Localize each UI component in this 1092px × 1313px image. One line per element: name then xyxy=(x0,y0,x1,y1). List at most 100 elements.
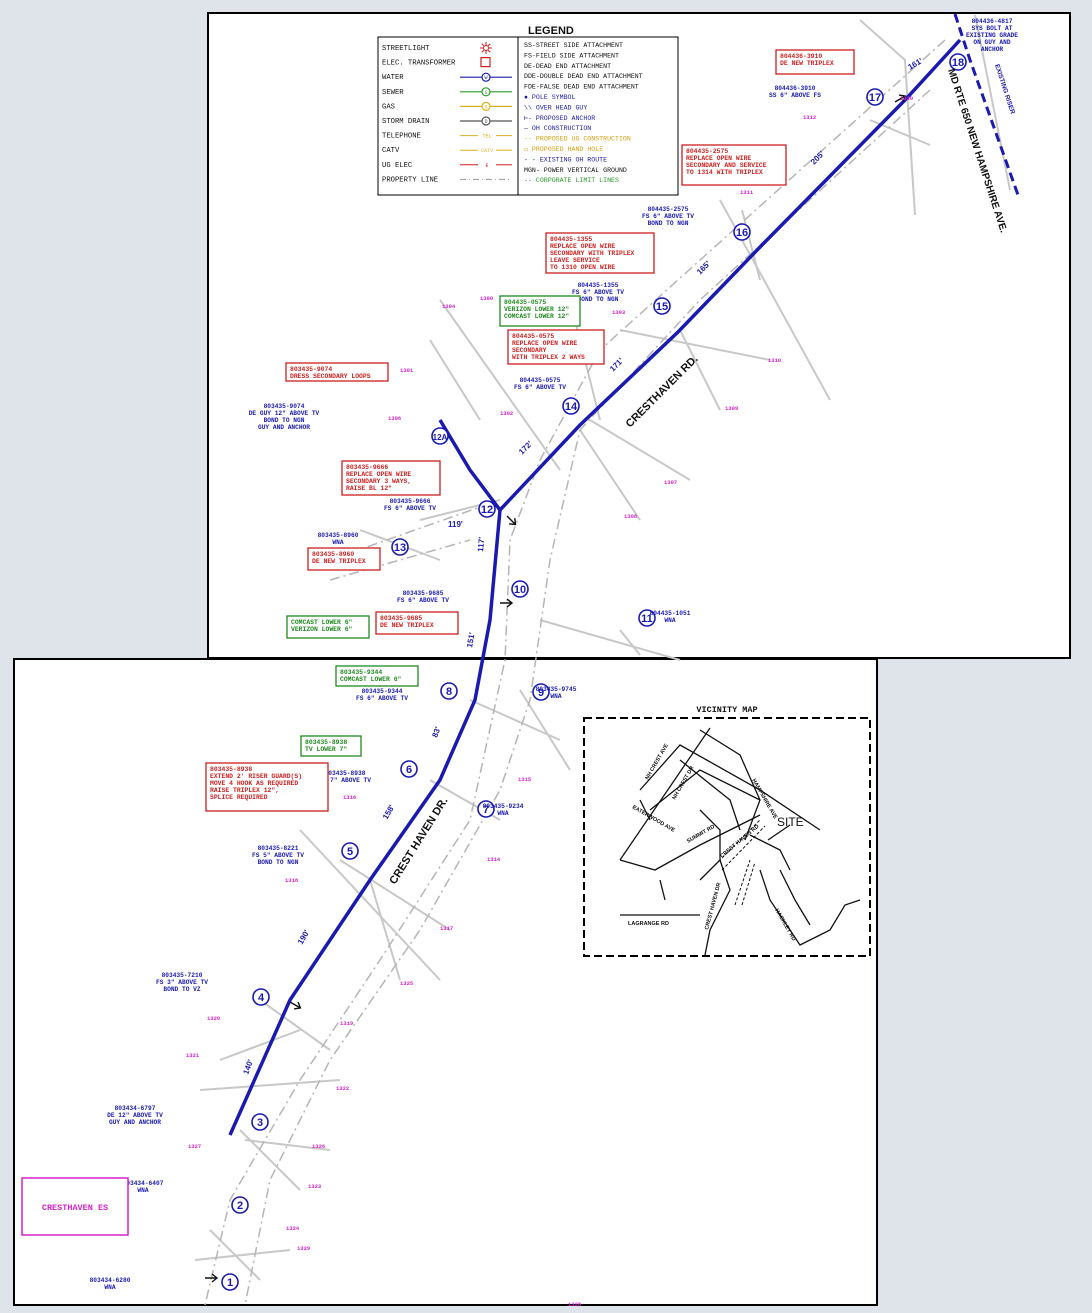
legend-note: -- CORPORATE LIMIT LINES xyxy=(524,177,619,184)
note-line: SECONDARY xyxy=(512,347,547,354)
note-line: REPLACE OPEN WIRE xyxy=(346,471,411,478)
address-label: 1312 xyxy=(803,114,816,121)
route-arrow-icon xyxy=(506,515,517,526)
streetlight-icon xyxy=(483,45,489,51)
pole-circle xyxy=(477,800,495,818)
svg-text:CATV: CATV xyxy=(481,148,493,154)
note-line: 803435-8938 xyxy=(305,739,347,746)
legend-note-text: - - EXISTING OH ROUTE xyxy=(524,156,607,163)
pole-circle xyxy=(252,988,270,1006)
address-label: 1309 xyxy=(725,405,738,412)
address-label: 1300 xyxy=(480,295,493,302)
note-line: 804435-1355 xyxy=(550,236,592,243)
address-label: 1303 xyxy=(612,309,626,316)
address-label: 1302 xyxy=(500,410,513,417)
address-label: 1315 xyxy=(518,776,532,783)
route-arrows xyxy=(205,94,907,1283)
pole-number: 12 xyxy=(481,504,493,516)
pole-label-line: BOND TO VZ xyxy=(163,986,200,993)
note-line: 803435-9666 xyxy=(346,464,388,471)
address-label: 1301 xyxy=(400,367,414,374)
pole-label-line: FS 6" ABOVE TV xyxy=(514,384,566,391)
pole-label-line: 803435-7210 xyxy=(162,972,203,979)
pole-label-line: FS 3" ABOVE TV xyxy=(156,979,208,986)
pole-label-line: DE GUY 12" ABOVE TV xyxy=(249,410,320,417)
address-label: 1311 xyxy=(740,189,754,196)
note-line: COMCAST LOWER 12" xyxy=(504,313,569,320)
legend-note: ⊢- PROPOSED ANCHOR xyxy=(524,115,595,122)
address-label: 1316 xyxy=(343,794,356,801)
legend-label: UG ELEC xyxy=(382,162,413,170)
svg-text:E: E xyxy=(485,163,488,169)
pole-circle xyxy=(532,683,550,701)
pole-label-line: 804435-2575 xyxy=(648,206,689,213)
pole-circle xyxy=(221,1273,239,1291)
pole-label-line: EXISTING GRADE xyxy=(966,32,1018,39)
note-line: RAISE BL 12" xyxy=(346,485,392,492)
pole-label-line: 804436-4817 xyxy=(972,18,1013,25)
legend-note-text: ▭ PROPOSED HAND HOLE xyxy=(524,146,603,153)
legend-note-text: ● POLE SYMBOL xyxy=(524,94,575,101)
pole-circle xyxy=(733,223,751,241)
pole-label-line: BOND TO NGN xyxy=(578,296,619,303)
pole-label-line: FS 6" ABOVE TV xyxy=(397,597,449,604)
pole-label-line: WNA xyxy=(332,539,343,546)
pole-label-line: BOND TO NGN xyxy=(264,417,305,424)
span-s5: 151' xyxy=(465,632,477,649)
pole-label-line: SYS BOLT AT xyxy=(972,25,1013,32)
legend-note: ▭ PROPOSED HAND HOLE xyxy=(524,146,603,153)
legend-note: \\ OVER HEAD GUY xyxy=(524,104,587,111)
legend-item-streetlight: STREETLIGHT xyxy=(382,42,492,54)
span-s7: 119' xyxy=(448,520,463,529)
pole-number: 14 xyxy=(565,401,578,413)
pole-label-line: 803434-6407 xyxy=(123,1180,164,1187)
legend-note-text: ⊢- PROPOSED ANCHOR xyxy=(524,115,595,122)
pole-label-line: WNA xyxy=(497,810,508,817)
pole-label-line: FS 6" ABOVE TV xyxy=(356,695,408,702)
legend-note: FS-FIELD SIDE ATTACHMENT xyxy=(524,52,619,59)
address-label: 1310 xyxy=(768,357,781,364)
address-label: 1308 xyxy=(624,513,638,520)
pole-number: 16 xyxy=(736,227,748,239)
address-label: 1323 xyxy=(308,1183,322,1190)
span-s4: 83' xyxy=(430,725,442,738)
svg-text:G: G xyxy=(484,104,487,110)
svg-text:TEL: TEL xyxy=(482,134,491,140)
note-line: VERIZON LOWER 12" xyxy=(504,306,569,313)
note-line: 803435-8938 xyxy=(210,766,252,773)
pole-circle xyxy=(511,580,529,598)
pole-label-line: 803435-8221 xyxy=(258,845,299,852)
pole-number: 8 xyxy=(446,686,452,698)
pole-label-line: SS 6" ABOVE FS xyxy=(769,92,821,99)
legend-note: ● POLE SYMBOL xyxy=(524,94,575,101)
pole-label-line: DE 12" ABOVE TV xyxy=(107,1112,163,1119)
pole-label-line: BOND TO NGN xyxy=(258,859,299,866)
pole-label-line: FS 6" ABOVE TV xyxy=(572,289,624,296)
pole-number: 9 xyxy=(538,687,544,699)
note-line: DRESS SECONDARY LOOPS xyxy=(290,373,371,380)
address-label: 1330 xyxy=(900,95,913,102)
pole-circle xyxy=(341,842,359,860)
legend-note: FDE-FALSE DEAD END ATTACHMENT xyxy=(524,84,639,91)
address-label: 1307 xyxy=(664,479,677,486)
pole-label-line: 804435-1355 xyxy=(578,282,619,289)
note-line: REPLACE OPEN WIRE xyxy=(686,155,751,162)
